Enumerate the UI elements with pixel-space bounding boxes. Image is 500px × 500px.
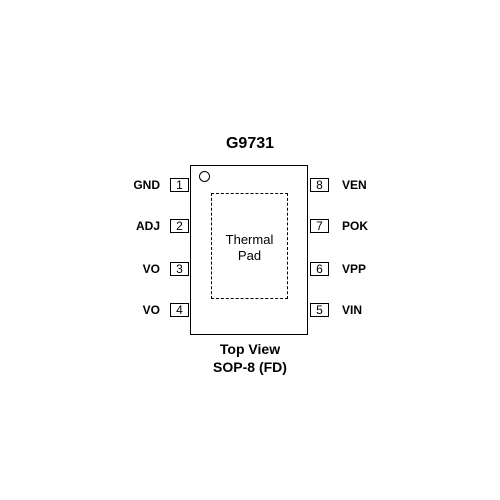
pin-name-4: VO (142, 303, 160, 317)
pin-1: 1 (170, 178, 189, 192)
pin-name-6: VPP (342, 262, 367, 276)
pin-name-7: POK (342, 219, 369, 233)
package-caption: SOP-8 (FD) (213, 359, 287, 375)
pin1-indicator-icon (199, 171, 210, 182)
chip-title: G9731 (225, 135, 275, 152)
pin-name-8: VEN (342, 178, 367, 192)
thermal-pad-label-line1: Thermal (225, 232, 274, 247)
pin-2: 2 (170, 219, 189, 233)
pin-8: 8 (310, 178, 329, 192)
pin-6: 6 (310, 262, 329, 276)
pin-name-5: VIN (342, 303, 363, 317)
pin-3: 3 (170, 262, 189, 276)
thermal-pad: Thermal Pad (211, 193, 288, 299)
thermal-pad-label: Thermal Pad (212, 232, 287, 264)
pin-4: 4 (170, 303, 189, 317)
view-caption: Top View (219, 341, 281, 357)
ic-package-body: Thermal Pad (190, 165, 308, 335)
pin-name-1: GND (133, 178, 160, 192)
pin-7: 7 (310, 219, 329, 233)
pin-5: 5 (310, 303, 329, 317)
thermal-pad-label-line2: Pad (237, 248, 262, 263)
pin-name-2: ADJ (135, 219, 160, 233)
pin-name-3: VO (142, 262, 160, 276)
